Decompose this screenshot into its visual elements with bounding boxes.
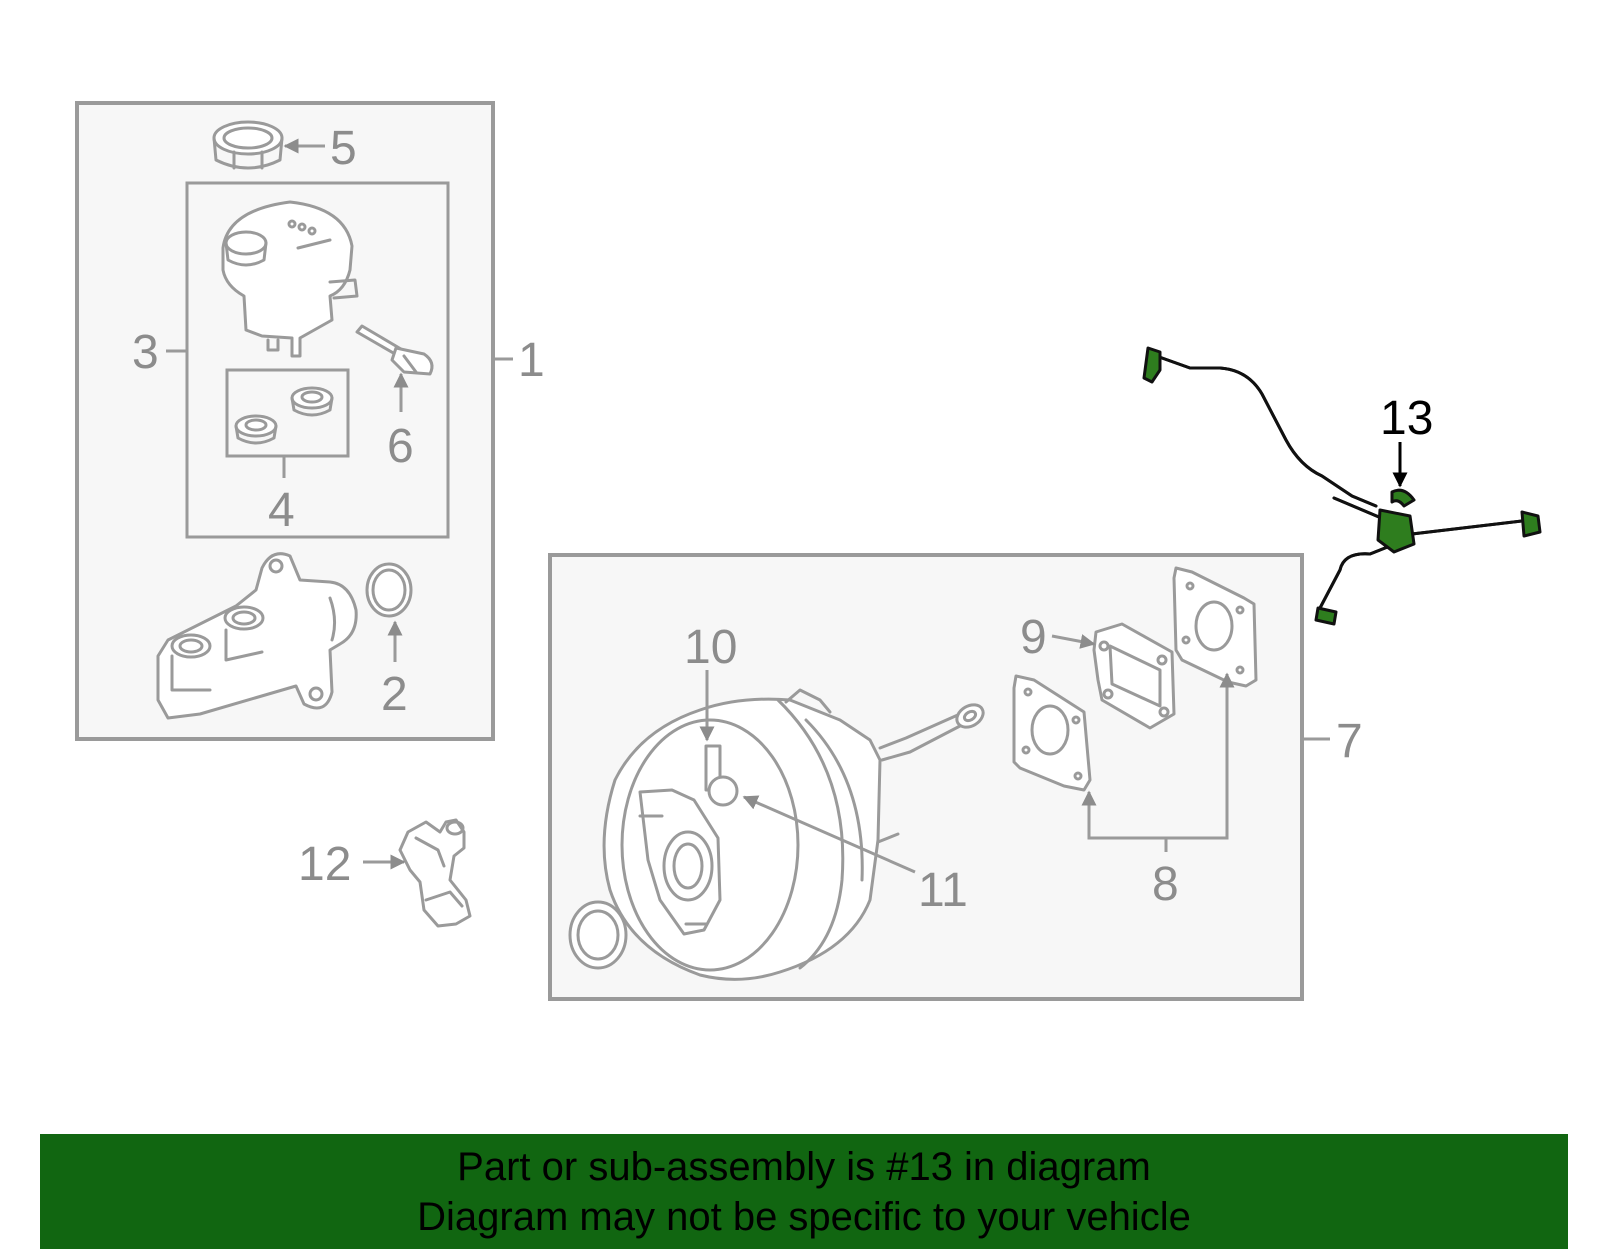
seal-ring-part[interactable] [365, 562, 413, 618]
brake-booster-group: 7 10 11 [548, 553, 1363, 1001]
booster-spacer-part[interactable] [1092, 622, 1176, 730]
brake-booster-part[interactable] [602, 688, 987, 981]
booster-gasket-plate-part[interactable] [1012, 566, 1258, 792]
callout-13[interactable]: 13 [1380, 392, 1433, 445]
pressure-sensor-part[interactable] [398, 818, 472, 928]
callout-2[interactable]: 2 [381, 668, 408, 721]
booster-gasket-ring-part[interactable] [568, 900, 628, 970]
grommet-part[interactable] [234, 386, 334, 445]
master-cylinder-group: 1 5 3 6 [75, 101, 545, 741]
callout-11[interactable]: 11 [918, 864, 968, 917]
callout-3[interactable]: 3 [132, 326, 159, 379]
callout-8[interactable]: 8 [1152, 858, 1179, 911]
callout-9[interactable]: 9 [1020, 611, 1047, 664]
callout-7[interactable]: 7 [1336, 715, 1363, 768]
vacuum-hose-part[interactable] [1142, 346, 1542, 626]
reservoir-cap-part[interactable] [212, 120, 284, 170]
callout-4[interactable]: 4 [268, 484, 295, 537]
assembly-box-4 [225, 368, 350, 458]
banner-line-1: Part or sub-assembly is #13 in diagram [457, 1145, 1151, 1189]
brake-fluid-reservoir-part[interactable] [221, 200, 359, 358]
banner-line-2: Diagram may not be specific to your vehi… [417, 1195, 1191, 1239]
fluid-level-sensor-part[interactable] [355, 324, 434, 376]
master-cylinder-part[interactable] [156, 552, 358, 720]
callout-10[interactable]: 10 [684, 621, 737, 674]
callout-5[interactable]: 5 [330, 122, 357, 175]
callout-12[interactable]: 12 [298, 838, 351, 891]
info-banner: Part or sub-assembly is #13 in diagram D… [40, 1134, 1568, 1249]
callout-1[interactable]: 1 [518, 334, 545, 387]
callout-6[interactable]: 6 [387, 420, 414, 473]
